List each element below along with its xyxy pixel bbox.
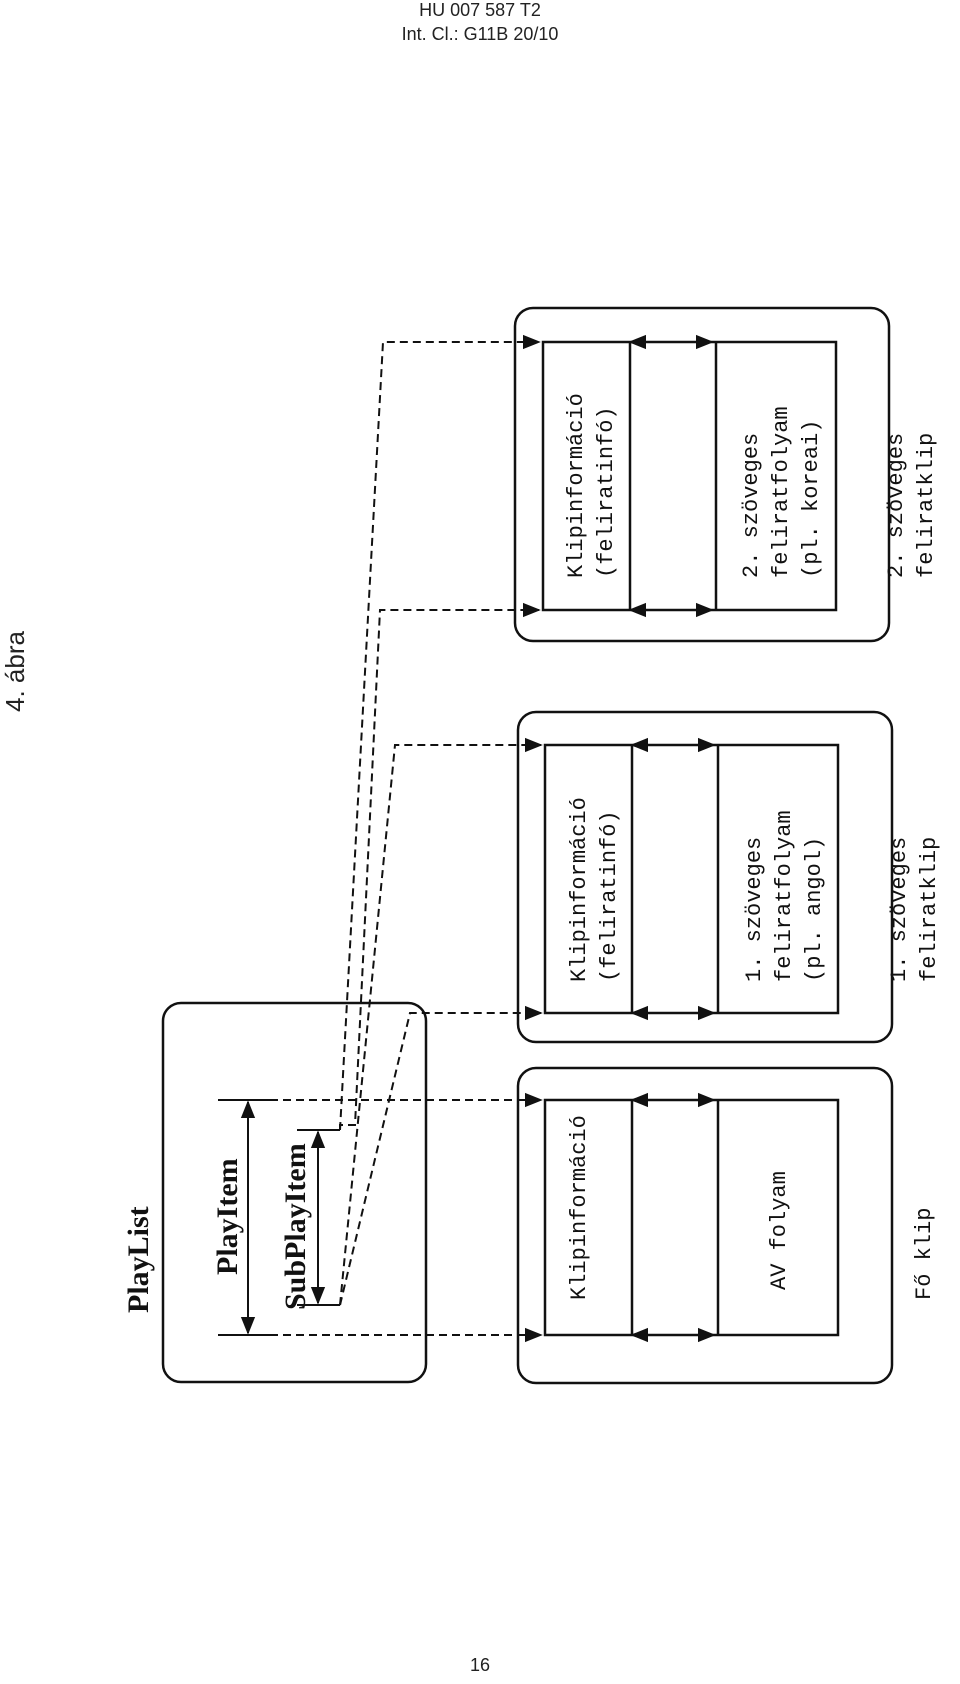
- link-lines: [270, 334, 543, 1343]
- clip-stream-label: AV folyam: [767, 1171, 792, 1290]
- clip-stream-label: 2. szöveges: [739, 433, 764, 578]
- clip-stream-label: feliratfolyam: [769, 406, 794, 578]
- clip-info-sub-label: (feliratinfó): [597, 810, 622, 982]
- clip-info-sub-label: (feliratinfó): [594, 406, 619, 578]
- clip-caption: feliratklip: [917, 837, 942, 982]
- clip-texts: Klipinformáció AV folyam Fő klip Klipinform…: [564, 393, 942, 1300]
- subplayitem-label: SubPlayItem: [279, 1143, 312, 1310]
- figure-label: 4. ábra: [0, 631, 30, 712]
- playlist-box: PlayList PlayItem SubPlayItem: [122, 1001, 428, 1384]
- clip-stream-label: feliratfolyam: [772, 810, 797, 982]
- clip-stream-label: (pl. angol): [802, 837, 827, 982]
- patent-number: HU 007 587 T2: [419, 0, 541, 20]
- clip-info-label: Klipinformáció: [567, 1115, 592, 1300]
- clip-caption: 1. szöveges: [887, 837, 912, 982]
- playitem-label: PlayItem: [211, 1158, 244, 1275]
- clip-info-label: Klipinformáció: [564, 393, 589, 578]
- clip-stream-label: 1. szöveges: [742, 837, 767, 982]
- classification: Int. Cl.: G11B 20/10: [401, 24, 559, 44]
- clip-info-label: Klipinformáció: [567, 797, 592, 982]
- clip-caption: 2. szöveges: [884, 433, 909, 578]
- clip-caption: Fő klip: [912, 1208, 937, 1300]
- subtitle-clip-2-box: [513, 306, 891, 643]
- internal-arrows: [628, 334, 716, 1343]
- page-number: 16: [469, 1655, 491, 1675]
- clip-caption: feliratklip: [914, 433, 939, 578]
- clip-stream-label: (pl. koreai): [799, 420, 824, 578]
- playlist-title: PlayList: [122, 1206, 155, 1313]
